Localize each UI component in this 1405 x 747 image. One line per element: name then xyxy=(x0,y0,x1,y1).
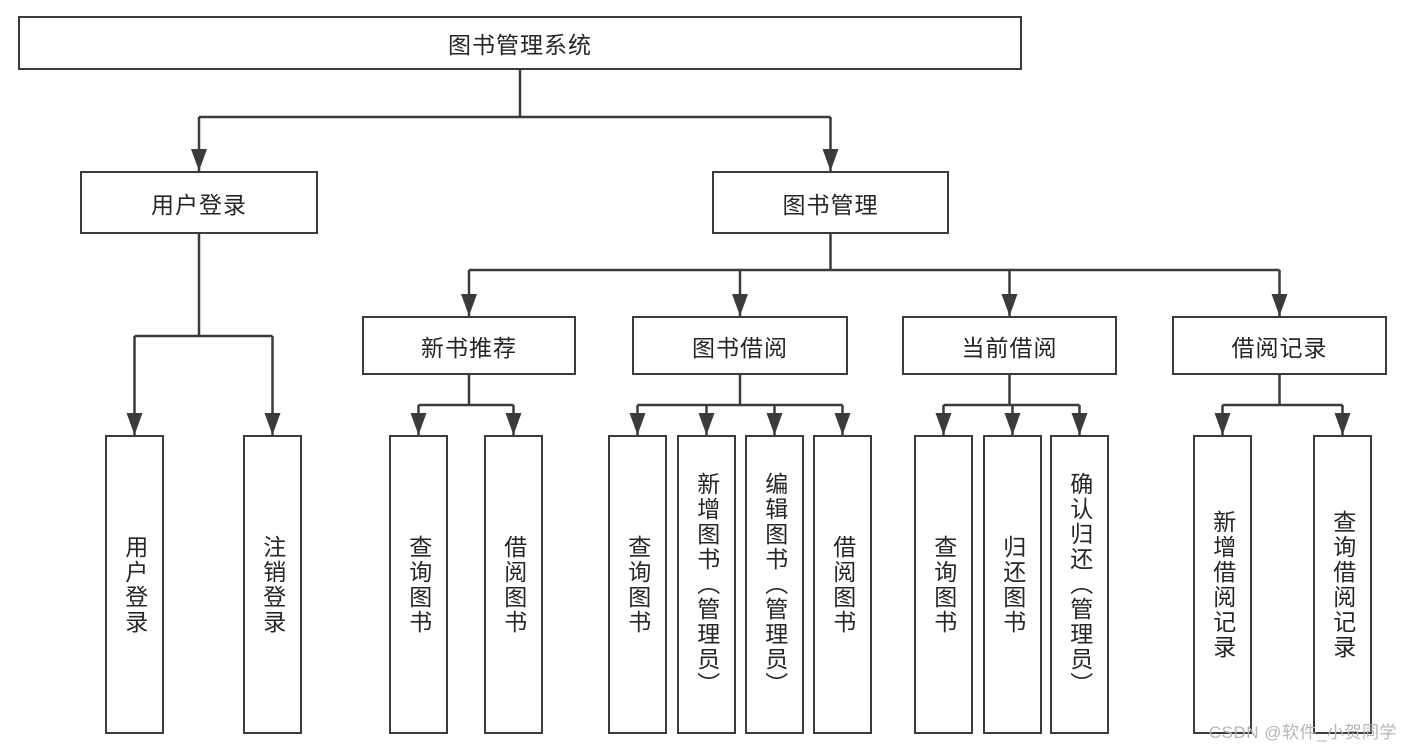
node-leaf_6[interactable]: 新增图书（管理员） xyxy=(677,435,736,734)
node-label: 查询图书 xyxy=(930,534,957,635)
connector-arrowhead xyxy=(834,413,851,435)
node-label: 确认归还（管理员） xyxy=(1066,472,1093,697)
node-label: 查询图书 xyxy=(624,534,651,635)
connector-arrowhead xyxy=(698,413,715,435)
connector-arrowhead xyxy=(191,149,207,171)
node-label: 当前借阅 xyxy=(961,334,1058,361)
connector-arrowhead xyxy=(1071,413,1088,435)
node-label: 新书推荐 xyxy=(421,334,517,361)
node-leaf_7[interactable]: 编辑图书（管理员） xyxy=(745,435,804,734)
connector-arrowhead xyxy=(822,149,839,171)
node-label: 查询借阅记录 xyxy=(1329,509,1356,660)
connector-arrowhead xyxy=(1004,413,1021,435)
connector-arrowhead xyxy=(264,413,281,435)
node-leaf_13[interactable]: 查询借阅记录 xyxy=(1313,435,1372,734)
node-label: 注销登录 xyxy=(259,534,286,635)
node-book_borrow[interactable]: 图书借阅 xyxy=(632,316,848,375)
csdn-watermark: CSDN @软件_小贺同学 xyxy=(1208,723,1397,742)
node-current_loan[interactable]: 当前借阅 xyxy=(902,316,1117,375)
node-label: 图书管理 xyxy=(782,191,879,218)
connector-arrowhead xyxy=(1271,294,1288,316)
node-label: 查询图书 xyxy=(405,534,432,635)
node-leaf_1[interactable]: 用户登录 xyxy=(105,435,164,734)
node-leaf_8[interactable]: 借阅图书 xyxy=(813,435,872,734)
node-label: 新增借阅记录 xyxy=(1209,509,1236,660)
node-leaf_11[interactable]: 确认归还（管理员） xyxy=(1050,435,1109,734)
node-label: 借阅记录 xyxy=(1231,334,1328,361)
node-label: 图书借阅 xyxy=(692,334,788,361)
node-label: 归还图书 xyxy=(999,534,1026,635)
connector-arrowhead xyxy=(629,413,646,435)
connector-arrowhead xyxy=(935,413,952,435)
node-label: 用户登录 xyxy=(121,534,148,635)
node-label: 借阅图书 xyxy=(829,534,856,635)
node-leaf_12[interactable]: 新增借阅记录 xyxy=(1193,435,1252,734)
connector-arrowhead xyxy=(732,294,748,316)
node-label: 图书管理系统 xyxy=(448,32,592,58)
node-leaf_9[interactable]: 查询图书 xyxy=(914,435,973,734)
node-label: 用户登录 xyxy=(151,191,247,218)
node-label: 借阅图书 xyxy=(500,534,527,635)
node-leaf_3[interactable]: 查询图书 xyxy=(389,435,448,734)
connector-arrowhead xyxy=(1001,294,1018,316)
node-leaf_10[interactable]: 归还图书 xyxy=(983,435,1042,734)
connector-arrowhead xyxy=(410,413,427,435)
connector-arrowhead xyxy=(1214,413,1231,435)
node-root[interactable]: 图书管理系统 xyxy=(18,16,1022,70)
connector-arrowhead xyxy=(1334,413,1351,435)
node-user_login[interactable]: 用户登录 xyxy=(80,171,318,234)
node-book_mgmt[interactable]: 图书管理 xyxy=(712,171,949,234)
connector-arrowhead xyxy=(766,413,783,435)
connector-arrowhead xyxy=(505,413,522,435)
node-leaf_4[interactable]: 借阅图书 xyxy=(484,435,543,734)
node-leaf_5[interactable]: 查询图书 xyxy=(608,435,667,734)
connector-arrowhead xyxy=(461,294,477,316)
connector-arrowhead xyxy=(126,413,143,435)
node-loan_record[interactable]: 借阅记录 xyxy=(1172,316,1387,375)
node-label: 新增图书（管理员） xyxy=(693,472,720,697)
node-new_book_rec[interactable]: 新书推荐 xyxy=(362,316,576,375)
node-leaf_2[interactable]: 注销登录 xyxy=(243,435,302,734)
node-label: 编辑图书（管理员） xyxy=(761,472,788,697)
